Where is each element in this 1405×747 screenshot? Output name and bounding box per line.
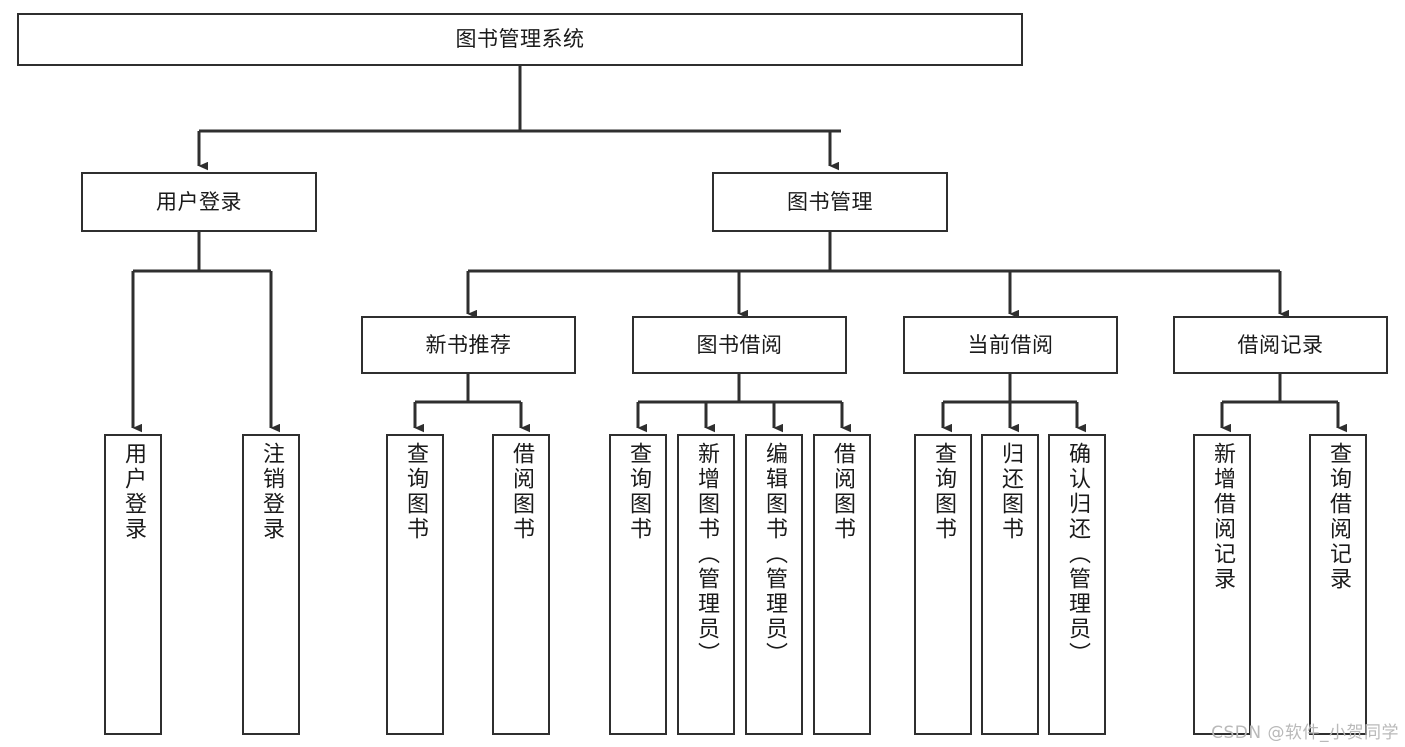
node-leaf-query-borrow-record-label: 查询借阅记录 xyxy=(1326,442,1351,592)
node-leaf-user-login[interactable]: 用户登录 xyxy=(104,434,162,735)
node-current-borrow[interactable]: 当前借阅 xyxy=(903,316,1118,374)
node-leaf-query-book-1[interactable]: 查询图书 xyxy=(386,434,444,735)
node-leaf-return-book[interactable]: 归还图书 xyxy=(981,434,1039,735)
node-leaf-add-borrow-record-label: 新增借阅记录 xyxy=(1210,442,1235,592)
node-leaf-query-book-3[interactable]: 查询图书 xyxy=(914,434,972,735)
node-book-manage-label: 图书管理 xyxy=(787,189,873,214)
node-leaf-logout-login-label: 注销登录 xyxy=(259,442,284,542)
node-leaf-logout-login[interactable]: 注销登录 xyxy=(242,434,300,735)
node-leaf-query-book-3-label: 查询图书 xyxy=(931,442,956,542)
node-leaf-query-book-2-label: 查询图书 xyxy=(626,442,651,542)
node-leaf-add-borrow-record[interactable]: 新增借阅记录 xyxy=(1193,434,1251,735)
node-leaf-borrow-book-1-label: 借阅图书 xyxy=(509,442,534,542)
node-new-book-recommend[interactable]: 新书推荐 xyxy=(361,316,576,374)
node-borrow-record-label: 借阅记录 xyxy=(1237,332,1324,357)
node-current-borrow-label: 当前借阅 xyxy=(967,332,1054,357)
node-leaf-add-book-admin[interactable]: 新增图书（管理员） xyxy=(677,434,735,735)
node-borrow-record[interactable]: 借阅记录 xyxy=(1173,316,1388,374)
node-leaf-borrow-book-2-label: 借阅图书 xyxy=(830,442,855,542)
node-leaf-add-book-admin-label: 新增图书（管理员） xyxy=(694,442,719,667)
node-book-borrow[interactable]: 图书借阅 xyxy=(632,316,847,374)
node-new-book-recommend-label: 新书推荐 xyxy=(425,332,512,357)
node-leaf-edit-book-admin[interactable]: 编辑图书（管理员） xyxy=(745,434,803,735)
node-book-borrow-label: 图书借阅 xyxy=(696,332,783,357)
node-root[interactable]: 图书管理系统 xyxy=(17,13,1023,66)
node-root-label: 图书管理系统 xyxy=(455,27,585,52)
csdn-watermark: CSDN @软件_小贺同学 xyxy=(1211,723,1399,743)
node-leaf-edit-book-admin-label: 编辑图书（管理员） xyxy=(762,442,787,667)
node-leaf-query-book-2[interactable]: 查询图书 xyxy=(609,434,667,735)
node-leaf-borrow-book-2[interactable]: 借阅图书 xyxy=(813,434,871,735)
node-leaf-return-book-label: 归还图书 xyxy=(998,442,1023,542)
node-leaf-user-login-label: 用户登录 xyxy=(121,442,146,542)
node-leaf-borrow-book-1[interactable]: 借阅图书 xyxy=(492,434,550,735)
node-user-login-label: 用户登录 xyxy=(156,189,242,214)
node-leaf-confirm-return-admin[interactable]: 确认归还（管理员） xyxy=(1048,434,1106,735)
node-book-manage[interactable]: 图书管理 xyxy=(712,172,948,232)
node-leaf-query-book-1-label: 查询图书 xyxy=(403,442,428,542)
node-leaf-query-borrow-record[interactable]: 查询借阅记录 xyxy=(1309,434,1367,735)
node-leaf-confirm-return-admin-label: 确认归还（管理员） xyxy=(1065,442,1090,667)
node-user-login[interactable]: 用户登录 xyxy=(81,172,317,232)
